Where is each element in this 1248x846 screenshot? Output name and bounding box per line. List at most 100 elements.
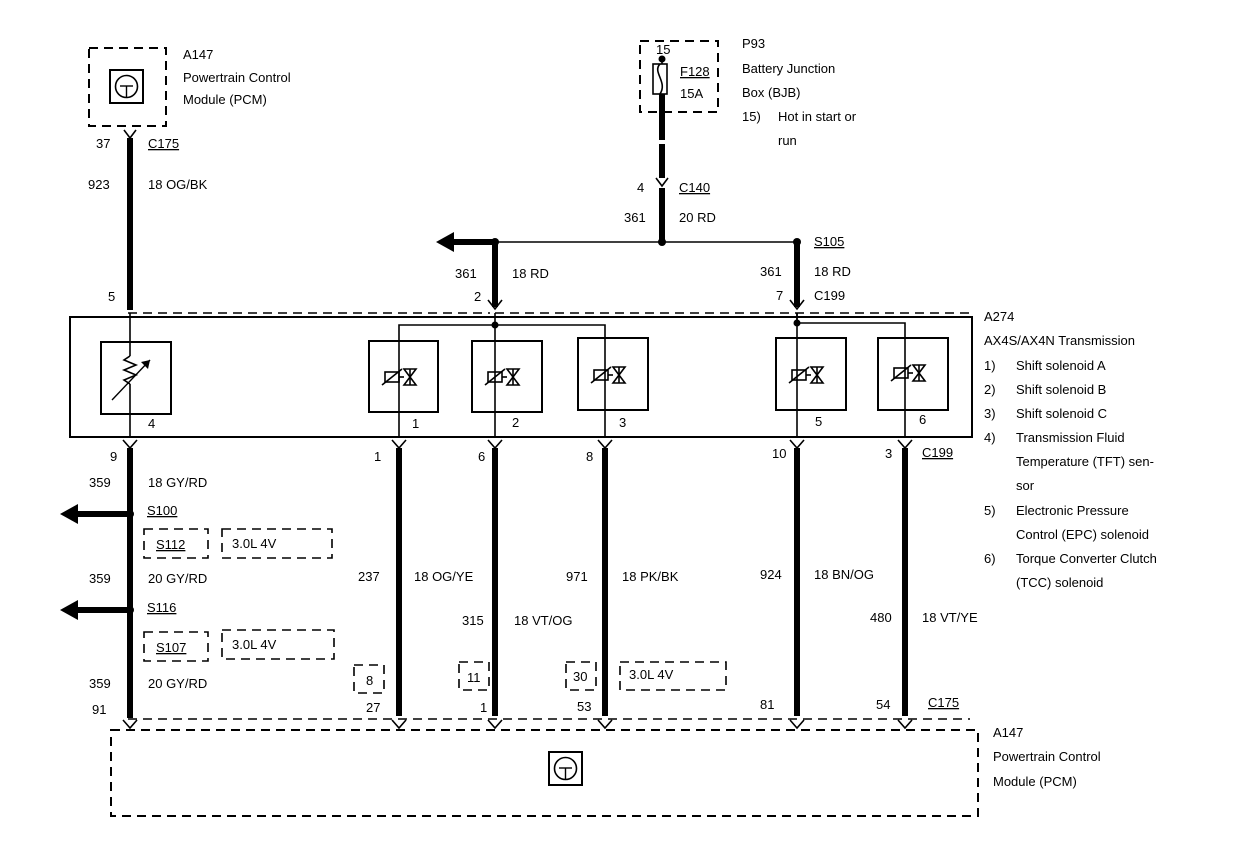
pcm-bottom-box [110, 729, 979, 817]
splice-dot-center [658, 238, 666, 246]
solenoid-box-3 [577, 337, 649, 411]
wire-359-spec-b: 20 GY/RD [148, 571, 207, 586]
c199-pin-5: 10 [772, 446, 786, 461]
wire-237-spec: 18 OG/YE [414, 569, 474, 584]
wire-315-spec: 18 VT/OG [514, 613, 573, 628]
wire-361-main-circuit: 361 [624, 210, 646, 225]
legend-text: Shift solenoid B [1016, 382, 1106, 397]
wire-237-circuit: 237 [358, 569, 380, 584]
legend-text: (TCC) solenoid [1016, 575, 1103, 590]
wire-971-spec: 18 PK/BK [622, 569, 679, 584]
bjb-note-1: Hot in start or [778, 109, 857, 124]
alt-pin-30: 30 [573, 669, 587, 684]
wire-359-circuit-c: 359 [89, 676, 111, 691]
solenoid-icon [590, 366, 626, 384]
wire-480-spec: 18 VT/YE [922, 610, 978, 625]
legend-num: 2) [984, 382, 996, 397]
legend-text: Electronic Pressure [1016, 503, 1129, 518]
trans-sensor-top-pin: 5 [108, 289, 115, 304]
pcm-pin-91: 91 [92, 702, 106, 717]
solenoid-box-6 [877, 337, 949, 411]
splice-s116: S116 [147, 600, 176, 615]
legend-text: Transmission Fluid [1016, 430, 1125, 445]
pcm-bottom-id: A147 [993, 725, 1023, 740]
alt-pin-11: 11 [467, 670, 481, 685]
legend-text: Shift solenoid A [1016, 358, 1106, 373]
wire-361-right-pin: 7 [776, 288, 783, 303]
component-label-6: 6 [919, 412, 926, 427]
legend-num: 4) [984, 430, 996, 445]
solenoid-box-1 [368, 340, 439, 413]
bjb-note-num: 15) [742, 109, 761, 124]
pcm-top-id: A147 [183, 47, 213, 62]
legend-num: 5) [984, 503, 996, 518]
legend-text: sor [1016, 478, 1035, 493]
wire-359-spec-c: 20 GY/RD [148, 676, 207, 691]
pcm-pin-1: 1 [480, 700, 487, 715]
component-label-1: 1 [412, 416, 419, 431]
c199-pin-2: 6 [478, 449, 485, 464]
trans-legend: 1)Shift solenoid A2)Shift solenoid B3)Sh… [984, 358, 1157, 590]
wire-924-circuit: 924 [760, 567, 782, 582]
ref-box-s112 [143, 528, 209, 559]
alt-pin-box-11 [458, 661, 490, 691]
component-label-5: 5 [815, 414, 822, 429]
pcm-pin-54: 54 [876, 697, 890, 712]
solenoid-icon [788, 366, 824, 384]
pcm-bottom-connector: C175 [928, 695, 959, 710]
solenoid-icon [890, 364, 926, 382]
wire-359-circuit-a: 359 [89, 475, 111, 490]
wire-924-spec: 18 BN/OG [814, 567, 874, 582]
pcm-bottom-name-1: Powertrain Control [993, 749, 1101, 764]
wire-923-spec: 18 OG/BK [148, 177, 208, 192]
wire-315-circuit: 315 [462, 613, 484, 628]
wire-359-circuit-b: 359 [89, 571, 111, 586]
arrow-left-icon [60, 600, 130, 620]
engine-a: 3.0L 4V [232, 536, 277, 551]
fuse-icon [652, 63, 668, 95]
fuse-rating: 15A [680, 86, 703, 101]
wire-361-left-pin: 2 [474, 289, 481, 304]
c199-pin-3: 8 [586, 449, 593, 464]
pcm-top-box [88, 47, 167, 127]
engine-c: 3.0L 4V [629, 667, 674, 682]
tft-sensor-box [100, 341, 172, 415]
pcm-pin-27: 27 [366, 700, 380, 715]
engine-b: 3.0L 4V [232, 637, 277, 652]
pcm-top-pin: 37 [96, 136, 110, 151]
pcm-top-name-2: Module (PCM) [183, 92, 267, 107]
component-label-4: 4 [148, 416, 155, 431]
bjb-note-2: run [778, 133, 797, 148]
legend-text: Shift solenoid C [1016, 406, 1107, 421]
legend-text: Torque Converter Clutch [1016, 551, 1157, 566]
wire-923-circuit: 923 [88, 177, 110, 192]
bjb-name-2: Box (BJB) [742, 85, 801, 100]
solenoid-box-2 [471, 340, 543, 413]
connector-mark-c140 [655, 177, 669, 188]
alt-pin-8: 8 [366, 673, 373, 688]
fuse-id: F128 [680, 64, 710, 79]
wire-359-spec-a: 18 GY/RD [148, 475, 207, 490]
bjb-pin: 15 [656, 42, 670, 57]
pcm-module-icon [109, 69, 144, 104]
pcm-top-connector: C175 [148, 136, 179, 151]
ref-s112: S112 [156, 537, 185, 552]
pcm-module-icon [548, 751, 583, 786]
c175-pins [122, 719, 913, 730]
legend-text: Temperature (TFT) sen- [1016, 454, 1154, 469]
c199-pin-1: 1 [374, 449, 381, 464]
splice-s105-label: S105 [814, 234, 844, 249]
wire-361-left-circuit: 361 [455, 266, 477, 281]
c199-bottom-connector: C199 [922, 445, 953, 460]
legend-num: 6) [984, 551, 996, 566]
c199-pins [122, 439, 913, 450]
component-label-3: 3 [619, 415, 626, 430]
engine-box-c [619, 661, 727, 691]
trans-id: A274 [984, 309, 1014, 324]
ref-s107: S107 [156, 640, 186, 655]
transmission-box [69, 316, 973, 438]
pcm-top-name-1: Powertrain Control [183, 70, 291, 85]
arrow-left-icon [436, 232, 495, 252]
wire-971-circuit: 971 [566, 569, 588, 584]
